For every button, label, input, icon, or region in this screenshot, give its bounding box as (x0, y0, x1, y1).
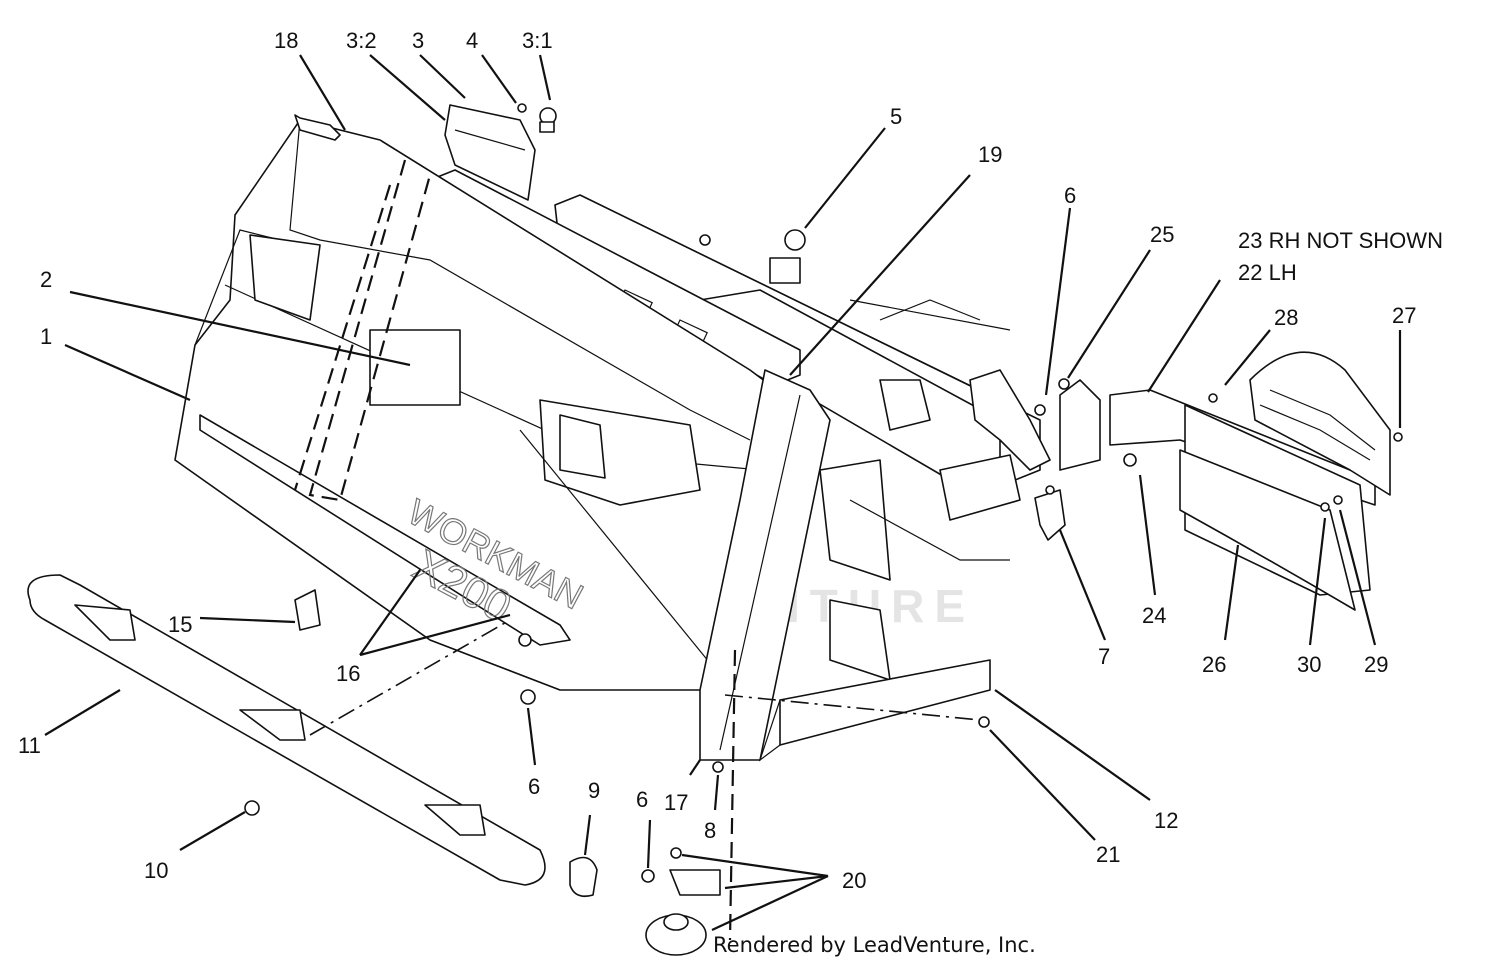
hardware (244, 229, 1403, 956)
screw-25 (1058, 378, 1070, 390)
bumper-stop-5 (784, 229, 806, 251)
callout-28: 28 (1274, 305, 1298, 330)
horn-bracket (669, 869, 721, 896)
callout-7: 7 (1098, 644, 1110, 669)
nut-6b (520, 689, 536, 705)
screw-29 (1333, 495, 1343, 505)
screw-10 (244, 800, 260, 816)
note-23-rh: 23 RH NOT SHOWN (1238, 228, 1443, 253)
screw-21 (978, 716, 990, 728)
light-bracket (293, 114, 432, 502)
screw-28 (1208, 393, 1218, 403)
decal-panel-2 (369, 329, 461, 406)
side-trim (699, 369, 831, 941)
bumper (27, 574, 546, 886)
callout-18: 18 (274, 28, 298, 53)
callout-25: 25 (1150, 222, 1174, 247)
callout-8: 8 (704, 818, 716, 843)
nut-6a (1034, 404, 1046, 416)
callout-24: 24 (1142, 603, 1166, 628)
note-22-lh: 22 LH (1238, 260, 1297, 285)
callout-5: 5 (890, 104, 902, 129)
callout-29: 29 (1364, 652, 1388, 677)
callout-30: 30 (1297, 652, 1321, 677)
callout-6-lower: 6 (636, 787, 648, 812)
callout-17: 17 (664, 790, 688, 815)
rear-fender (1109, 351, 1391, 611)
callout-26: 26 (1202, 652, 1226, 677)
callout-19: 19 (978, 142, 1002, 167)
callout-10: 10 (144, 858, 168, 883)
callout-6-upper: 6 (1064, 183, 1076, 208)
leader-lines (44, 54, 1402, 931)
callout-6-mid: 6 (528, 774, 540, 799)
callout-labels: 18 3:2 3 4 3:1 5 19 6 25 2 1 28 27 15 16… (18, 28, 1416, 893)
screw-24 (1123, 453, 1137, 467)
hood-panel (174, 119, 791, 701)
bumper-7 (1034, 489, 1066, 541)
callout-21: 21 (1096, 842, 1120, 867)
bulb-9 (569, 856, 598, 898)
callout-3-1: 3:1 (522, 28, 553, 53)
callout-27: 27 (1392, 303, 1416, 328)
callout-11: 11 (18, 733, 41, 758)
callout-3-2: 3:2 (346, 28, 377, 53)
callout-12: 12 (1154, 808, 1178, 833)
decal-15 (294, 589, 321, 631)
callout-9: 9 (588, 778, 600, 803)
nut-6c (641, 869, 655, 883)
render-credit: Rendered by LeadVenture, Inc. (713, 933, 1036, 957)
callout-1: 1 (40, 324, 52, 349)
callout-20: 20 (842, 868, 866, 893)
callout-16: 16 (336, 661, 360, 686)
callout-3: 3 (412, 28, 424, 53)
callout-15: 15 (168, 612, 192, 637)
frame-chassis (429, 169, 1101, 762)
callout-2: 2 (40, 267, 52, 292)
headlight (444, 103, 557, 201)
screw-27 (1393, 432, 1403, 442)
callout-4: 4 (466, 28, 478, 53)
screw-8 (712, 761, 724, 773)
part-notes: 23 RH NOT SHOWN 22 LH (1238, 228, 1443, 285)
washer-30 (1320, 502, 1330, 512)
